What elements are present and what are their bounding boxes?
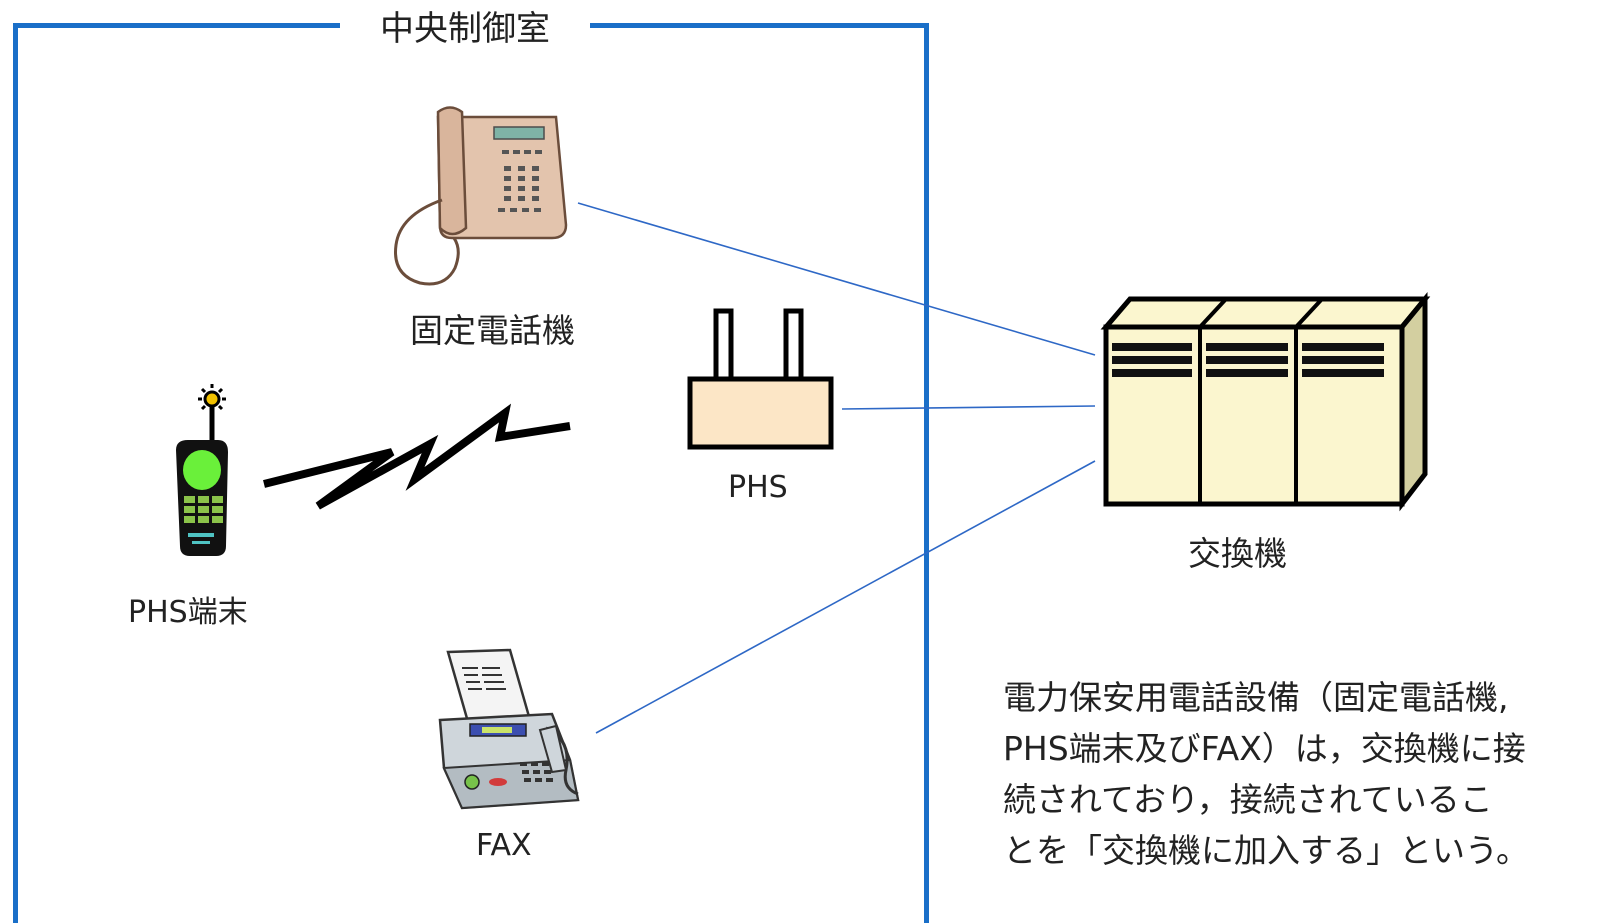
link-fixed-phone-exchange xyxy=(577,202,1096,356)
fax-label: FAX xyxy=(476,828,532,863)
phs-base-label: PHS xyxy=(728,470,788,505)
explanation-line: 電力保安用電話設備（固定電話機, xyxy=(1003,678,1509,717)
fixed-phone-label: 固定電話機 xyxy=(410,311,575,350)
fax-icon xyxy=(438,648,580,810)
link-phs-exchange xyxy=(841,405,1096,410)
wireless-link-icon xyxy=(263,403,571,510)
network-diagram xyxy=(176,106,1431,810)
exchange-icon xyxy=(1100,292,1431,512)
room-title: 中央制御室 xyxy=(340,5,590,53)
link-fax-exchange xyxy=(595,460,1096,734)
fixed-phone-icon xyxy=(394,106,568,286)
exchange-label: 交換機 xyxy=(1188,534,1287,573)
phs-terminal-label: PHS端末 xyxy=(128,595,248,630)
phs-terminal-icon xyxy=(176,384,228,556)
explanation-line: とを「交換機に加入する」という。 xyxy=(1003,831,1530,870)
explanation-line: PHS端末及びFAX）は，交換機に接 xyxy=(1003,729,1526,768)
phs-base-station-icon xyxy=(687,308,834,450)
explanation-text: 電力保安用電話設備（固定電話機, PHS端末及びFAX）は，交換機に接 続されて… xyxy=(1003,672,1621,876)
explanation-line: 続されており，接続されているこ xyxy=(1003,780,1493,819)
